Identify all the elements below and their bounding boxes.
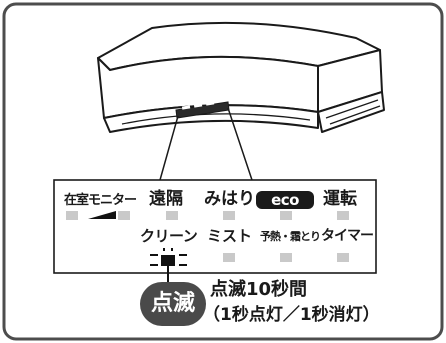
label-unten: 運転 (323, 189, 357, 209)
blink-note-line2: （1秒点灯／1秒消灯） (203, 305, 380, 325)
led-zaishitsu-right (118, 211, 130, 220)
leader-lines (159, 107, 253, 181)
label-zaishitsu-monitor: 在室モニター (64, 193, 137, 208)
air-conditioner-unit (97, 21, 385, 133)
label-mihari: みはり (204, 189, 255, 209)
led-yonetsu-shimotori (280, 253, 292, 262)
blink-rays (150, 248, 187, 266)
monitor-level-wedge (88, 211, 116, 219)
led-eco (280, 211, 292, 220)
label-timer: タイマー (321, 228, 374, 244)
led-unten (337, 211, 349, 220)
label-enkaku: 遠隔 (149, 189, 183, 209)
led-mihari (223, 211, 235, 220)
unit-louver (121, 99, 381, 125)
label-eco: eco (256, 191, 314, 209)
blink-note-line1: 点滅10秒間 (210, 279, 308, 300)
led-enkaku (166, 211, 178, 220)
label-clean: クリーン (140, 227, 198, 245)
blink-badge: 点滅 (140, 282, 206, 326)
unit-display-window (175, 101, 230, 119)
indicator-panel (53, 179, 377, 274)
led-mist (223, 253, 235, 262)
label-yonetsu-shimotori: 予熱・霜とり (260, 230, 321, 243)
led-zaishitsu-left (66, 211, 78, 220)
led-timer (337, 253, 349, 262)
label-mist: ミスト (207, 227, 253, 245)
clean-led-blinking (161, 255, 175, 266)
